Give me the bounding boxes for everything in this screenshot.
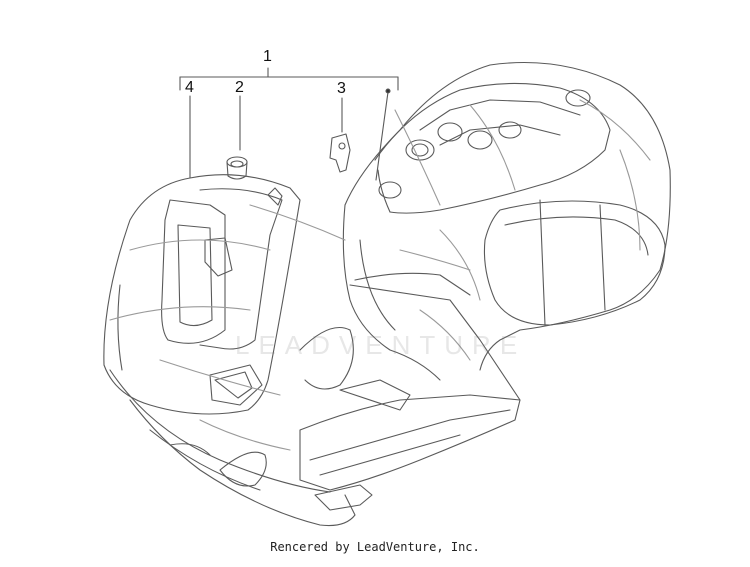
- part-4-front-shield: [103, 174, 301, 415]
- leader-dot: [385, 88, 391, 94]
- footer-credit: Rencered by LeadVenture, Inc.: [270, 540, 480, 554]
- callout-4: 4: [185, 79, 194, 96]
- callout-3: 3: [337, 80, 346, 97]
- callout-2: 2: [235, 79, 244, 96]
- callout-1: 1: [263, 48, 272, 65]
- part-3-bracket: [329, 133, 351, 173]
- callout-bracket: [179, 67, 399, 91]
- part-1-main-body: [109, 61, 671, 527]
- leader-line-1: [375, 91, 389, 181]
